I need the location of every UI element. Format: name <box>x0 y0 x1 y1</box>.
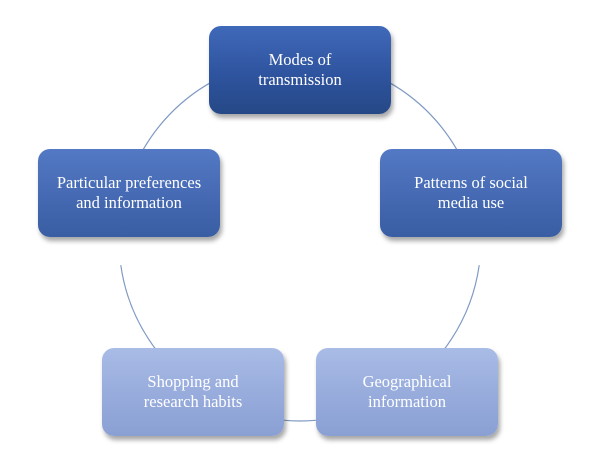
node-geographical-information: Geographical information <box>316 348 498 436</box>
connector-arc-2 <box>284 419 316 422</box>
node-shopping-and-research-habits: Shopping and research habits <box>102 348 284 436</box>
node-label: Geographical information <box>362 372 452 411</box>
node-modes-of-transmission: Modes of transmission <box>209 26 391 114</box>
node-label: Modes of transmission <box>258 50 342 89</box>
node-particular-preferences-and-information: Particular preferences and information <box>38 149 220 237</box>
node-label: Shopping and research habits <box>143 372 243 411</box>
node-patterns-of-social-media-use: Patterns of social media use <box>380 149 562 237</box>
node-label: Patterns of social media use <box>414 173 528 212</box>
node-label: Particular preferences and information <box>56 173 202 212</box>
